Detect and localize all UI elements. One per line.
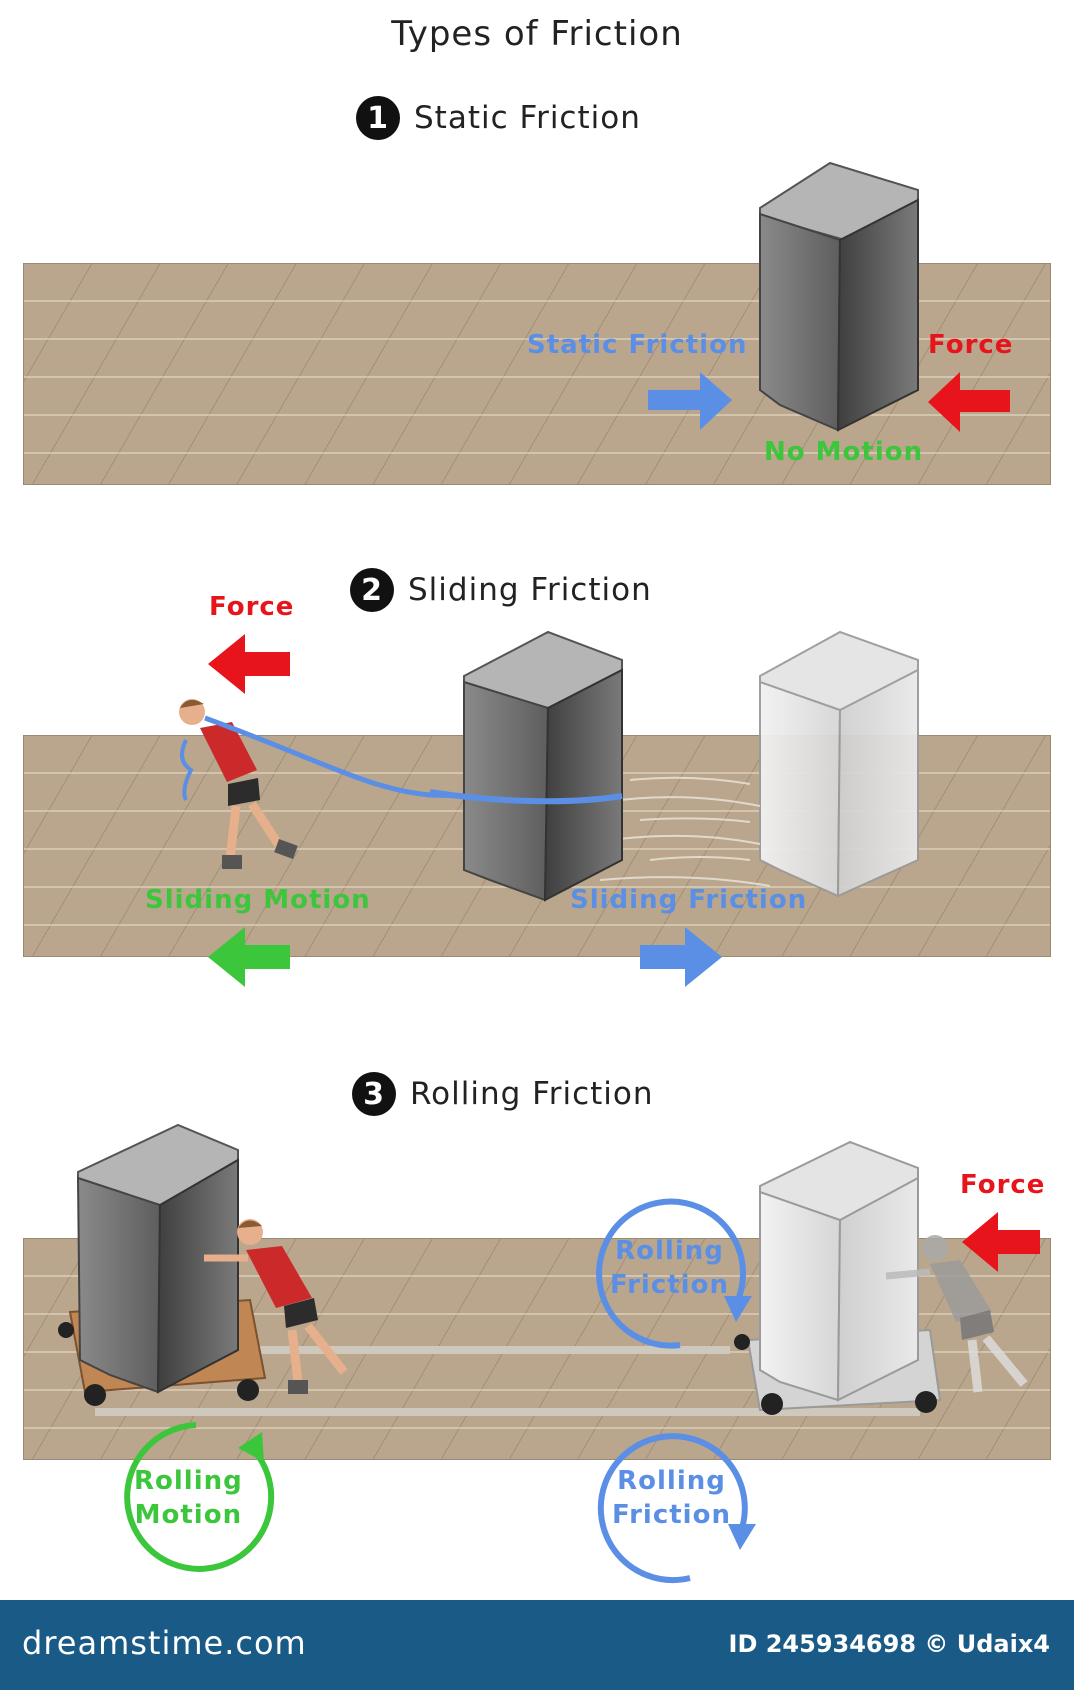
rope xyxy=(204,715,621,803)
person-pushing xyxy=(204,1219,348,1394)
person-pushing-start xyxy=(885,1235,1028,1393)
section-1-heading: 1 Static Friction xyxy=(356,96,641,140)
rolling-force-label: Force xyxy=(960,1170,1046,1200)
page-title: Types of Friction xyxy=(391,14,683,54)
sliding-force-label: Force xyxy=(209,592,295,622)
static-friction-arrow xyxy=(648,372,732,430)
stone-block-static xyxy=(759,161,919,432)
section-2-number: 2 xyxy=(350,568,394,612)
force-arrow-rolling xyxy=(962,1212,1040,1272)
section-3-number: 3 xyxy=(352,1072,396,1116)
section-2-heading: 2 Sliding Friction xyxy=(350,568,652,612)
footer-brand[interactable]: dreamstime.com xyxy=(22,1624,307,1662)
rolling-friction-label-top-line2: Friction xyxy=(610,1270,729,1300)
static-force-arrow xyxy=(928,372,1010,432)
rolling-motion-label: Rolling Motion xyxy=(134,1464,243,1532)
section-2-title: Sliding Friction xyxy=(408,572,652,608)
force-arrow-sliding xyxy=(208,634,290,694)
section-1-number: 1 xyxy=(356,96,400,140)
rolling-friction-label-bottom-line1: Rolling xyxy=(617,1466,726,1496)
sliding-friction-label: Sliding Friction xyxy=(570,885,808,915)
static-friction-label: Static Friction xyxy=(527,330,748,360)
stone-block-rolling xyxy=(76,1123,239,1394)
no-motion-label: No Motion xyxy=(764,437,924,467)
stone-block-start-position xyxy=(759,630,919,898)
section-3-heading: 3 Rolling Friction xyxy=(352,1072,654,1116)
rolling-motion-label-line2: Motion xyxy=(134,1500,243,1530)
sliding-motion-label: Sliding Motion xyxy=(145,885,371,915)
person-pulling xyxy=(179,699,298,869)
sliding-friction-arrow xyxy=(640,927,722,987)
stone-block-sliding xyxy=(463,630,623,902)
rolling-friction-circle-arrow-top xyxy=(596,1198,752,1349)
footer-bar: dreamstime.com ID 245934698 © Udaix4 xyxy=(0,1600,1074,1690)
rolling-friction-label-bottom: Rolling Friction xyxy=(612,1464,731,1532)
rolling-friction-label-top-line1: Rolling xyxy=(615,1236,724,1266)
rolling-motion-label-line1: Rolling xyxy=(134,1466,243,1496)
rolling-friction-label-top: Rolling Friction xyxy=(610,1234,729,1302)
section-1-title: Static Friction xyxy=(414,100,641,136)
sliding-motion-arrow xyxy=(208,927,290,987)
rolling-friction-circle-arrow-bottom xyxy=(597,1433,756,1584)
rolling-friction-label-bottom-line2: Friction xyxy=(612,1500,731,1530)
stone-block-rolling-start xyxy=(759,1140,919,1402)
rolling-motion-circle-arrow xyxy=(124,1422,275,1572)
diagram-art xyxy=(58,161,1040,1584)
static-force-label: Force xyxy=(928,330,1014,360)
sliding-scrape-marks xyxy=(599,776,771,887)
section-3-title: Rolling Friction xyxy=(410,1076,654,1112)
footer-credit: ID 245934698 © Udaix4 xyxy=(728,1630,1050,1658)
